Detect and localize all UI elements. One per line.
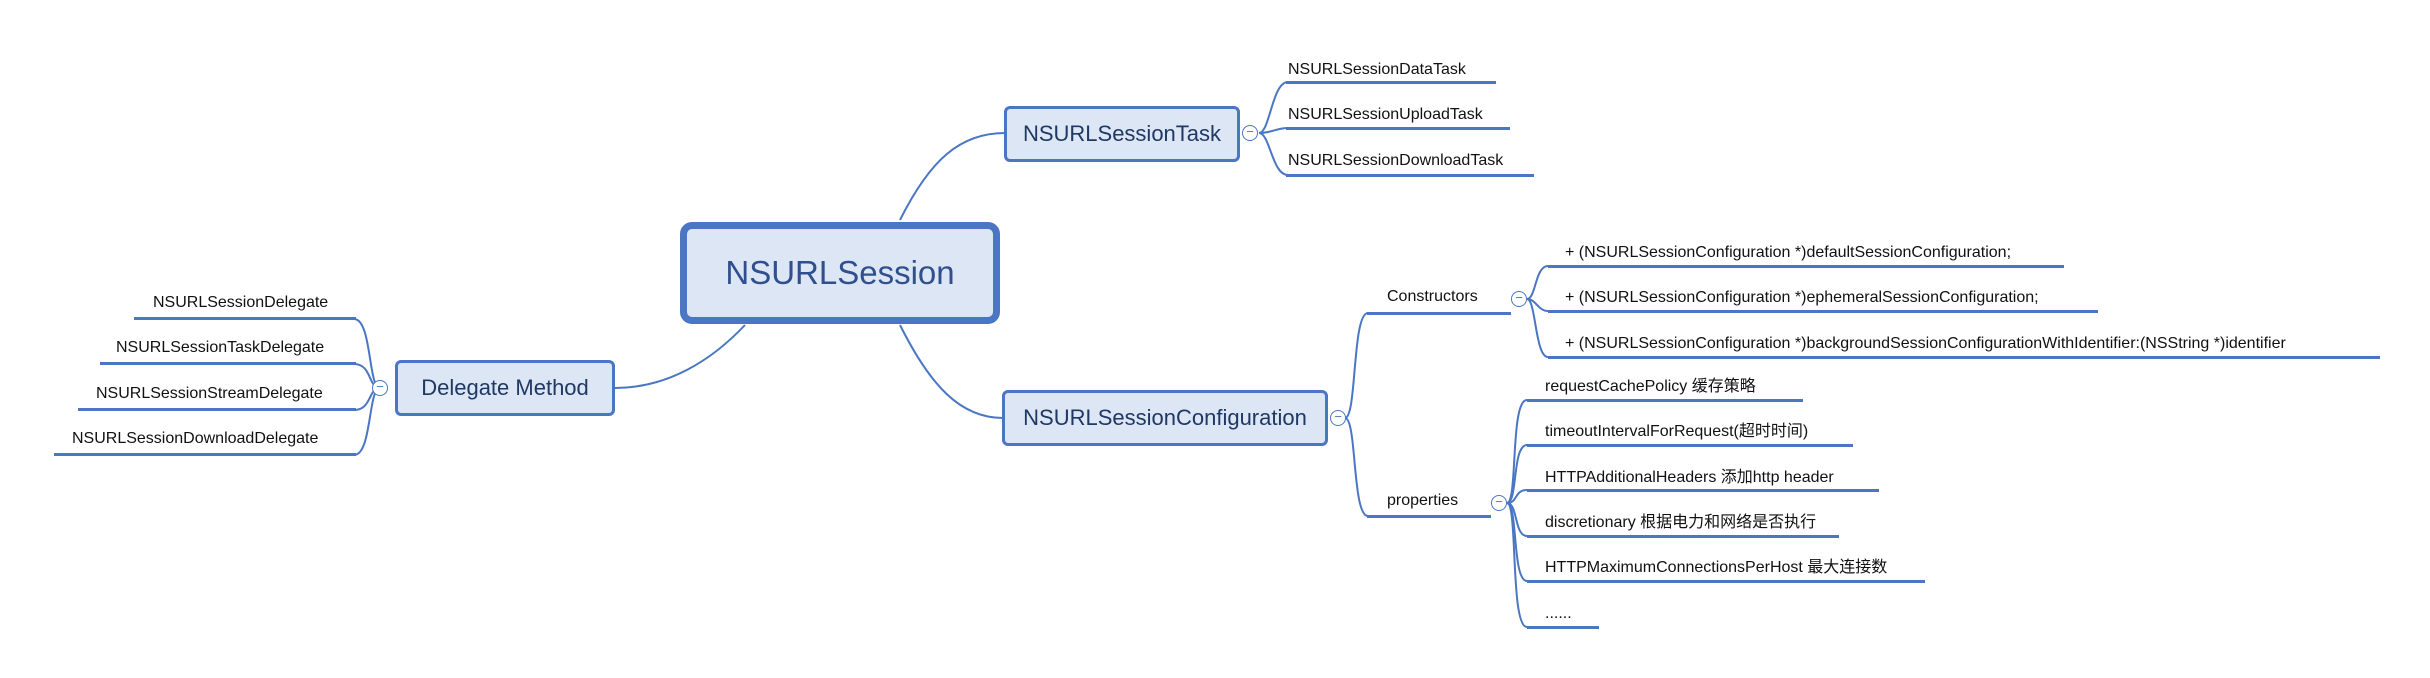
delegate-leaf-0[interactable]: NSURLSessionDelegate [153,293,328,313]
properties-branch-underline [1367,515,1491,518]
connector-config-properties [1344,417,1369,517]
delegate-node[interactable]: Delegate Method [395,360,615,416]
delegate-leaf-label: NSURLSessionDelegate [153,294,329,311]
task-leaf-1[interactable]: NSURLSessionUploadTask [1288,105,1483,125]
delegate-leaf-2[interactable]: NSURLSessionStreamDelegate [96,384,323,404]
property-leaf-label: HTTPAdditionalHeaders 添加http header [1545,469,1834,486]
constructors-branch-underline [1367,312,1511,315]
properties-branch[interactable]: properties [1387,491,1458,511]
configuration-node-label: NSURLSessionConfiguration [1023,405,1307,430]
connector-root-task [899,132,1006,221]
constructors-branch[interactable]: Constructors [1387,287,1478,307]
constructor-leaf-2-underline [1548,356,2380,359]
root-node-label: NSURLSession [725,254,955,291]
properties-branch-label: properties [1387,492,1459,509]
property-leaf-4[interactable]: HTTPMaximumConnectionsPerHost 最大连接数 [1545,558,1887,578]
property-leaf-4-underline [1527,580,1925,583]
delegate-leaf-1[interactable]: NSURLSessionTaskDelegate [116,338,324,358]
constructors-branch-label: Constructors [1387,288,1478,305]
delegate-leaf-2-underline [78,408,356,411]
property-leaf-label: ...... [1545,605,1572,622]
property-leaf-2-underline [1527,489,1879,492]
property-leaf-3[interactable]: discretionary 根据电力和网络是否执行 [1545,513,1816,533]
task-node-label: NSURLSessionTask [1022,121,1222,146]
task-leaf-1-underline [1286,127,1510,130]
delegate-leaf-3[interactable]: NSURLSessionDownloadDelegate [72,429,318,449]
property-leaf-label: discretionary 根据电力和网络是否执行 [1545,514,1817,531]
constructor-leaf-label: + (NSURLSessionConfiguration *)ephemeral… [1565,289,2039,306]
connector-delegate-leaf-3 [353,387,381,456]
property-leaf-label: requestCachePolicy 缓存策略 [1545,378,1756,395]
connector-delegate-leaf-0 [353,318,381,389]
connector-task-leaf-1 [1258,127,1289,134]
constructor-leaf-label: + (NSURLSessionConfiguration *)backgroun… [1565,335,2286,352]
configuration-node[interactable]: NSURLSessionConfiguration [1002,390,1328,446]
task-collapse-button[interactable]: − [1242,125,1258,141]
delegate-leaf-1-underline [100,362,356,365]
delegate-node-label: Delegate Method [421,375,589,400]
property-leaf-3-underline [1527,535,1839,538]
property-leaf-5[interactable]: ...... [1545,604,1572,624]
property-leaf-label: timeoutIntervalForRequest(超时时间) [1545,423,1809,440]
connector-constructors-leaf-0 [1526,265,1549,300]
constructor-leaf-0[interactable]: + (NSURLSessionConfiguration *)defaultSe… [1565,243,2011,263]
property-leaf-2[interactable]: HTTPAdditionalHeaders 添加http header [1545,468,1834,488]
task-leaf-2[interactable]: NSURLSessionDownloadTask [1288,151,1503,171]
constructor-leaf-2[interactable]: + (NSURLSessionConfiguration *)backgroun… [1565,334,2286,354]
task-leaf-label: NSURLSessionUploadTask [1288,106,1483,123]
property-leaf-5-underline [1527,626,1599,629]
connector-properties-leaf-0 [1506,399,1528,504]
connector-task-leaf-2 [1258,132,1289,176]
connector-properties-leaf-1 [1506,444,1528,504]
task-leaf-0-underline [1286,81,1496,84]
connector-properties-leaf-4 [1506,502,1528,582]
delegate-collapse-button[interactable]: − [372,380,388,396]
task-leaf-0[interactable]: NSURLSessionDataTask [1288,60,1466,80]
connector-constructors-leaf-2 [1526,298,1549,358]
delegate-leaf-label: NSURLSessionStreamDelegate [96,385,323,402]
delegate-leaf-0-underline [134,317,356,320]
constructor-leaf-label: + (NSURLSessionConfiguration *)defaultSe… [1565,244,2012,261]
connectors [353,81,1549,628]
connector-properties-leaf-5 [1506,502,1528,628]
constructors-collapse-button[interactable]: − [1511,291,1527,307]
task-leaf-label: NSURLSessionDownloadTask [1288,152,1504,169]
property-leaf-1[interactable]: timeoutIntervalForRequest(超时时间) [1545,422,1808,442]
property-leaf-0-underline [1527,399,1803,402]
constructor-leaf-0-underline [1548,265,2064,268]
delegate-leaf-label: NSURLSessionTaskDelegate [116,339,325,356]
root-node[interactable]: NSURLSession [680,222,1000,324]
task-leaf-label: NSURLSessionDataTask [1288,61,1466,78]
connector-root-configuration [899,324,1004,419]
connector-config-constructors [1344,312,1369,419]
property-leaf-label: HTTPMaximumConnectionsPerHost 最大连接数 [1545,559,1888,576]
configuration-collapse-button[interactable]: − [1330,410,1346,426]
property-leaf-0[interactable]: requestCachePolicy 缓存策略 [1545,377,1756,397]
task-node[interactable]: NSURLSessionTask [1004,106,1240,162]
delegate-leaf-3-underline [54,453,356,456]
properties-collapse-button[interactable]: − [1491,495,1507,511]
task-leaf-2-underline [1286,174,1534,177]
connector-task-leaf-0 [1258,81,1289,134]
constructor-leaf-1-underline [1548,310,2098,313]
constructor-leaf-1[interactable]: + (NSURLSessionConfiguration *)ephemeral… [1565,288,2039,308]
connector-root-delegate [614,324,746,389]
property-leaf-1-underline [1527,444,1853,447]
delegate-leaf-label: NSURLSessionDownloadDelegate [72,430,319,447]
